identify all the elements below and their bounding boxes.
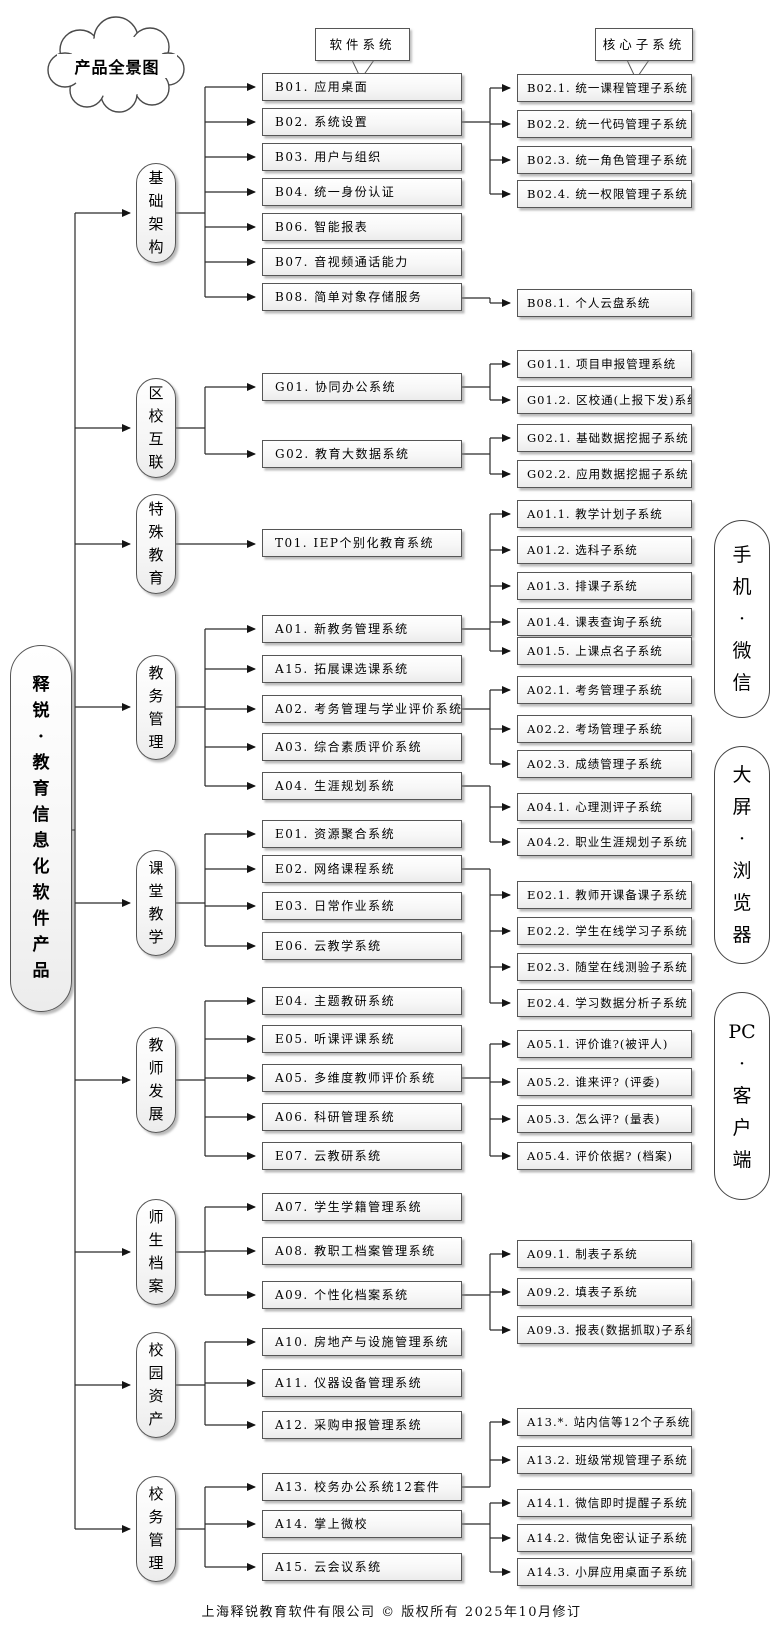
system-box-A05: A05. 多维度教师评价系统: [262, 1064, 462, 1092]
system-box-A08: A08. 教职工档案管理系统: [262, 1237, 462, 1265]
column-header-software-systems: 软件系统: [315, 28, 410, 61]
subsystem-box-A09-3: A09.3. 报表(数据抓取)子系统: [517, 1316, 692, 1344]
subsystem-box-B02-1: B02.1. 统一课程管理子系统: [517, 74, 692, 102]
category-school-administration: 校务管理: [136, 1476, 176, 1582]
system-box-E03: E03. 日常作业系统: [262, 892, 462, 920]
subsystem-box-A05-4: A05.4. 评价依据? (档案): [517, 1142, 692, 1170]
system-box-A11: A11. 仪器设备管理系统: [262, 1369, 462, 1397]
subsystem-box-A09-1: A09.1. 制表子系统: [517, 1240, 692, 1268]
system-box-B08: B08. 简单对象存储服务: [262, 283, 462, 311]
category-campus-assets: 校园资产: [136, 1332, 176, 1438]
subsystem-box-A14-1: A14.1. 微信即时提醒子系统: [517, 1489, 692, 1517]
category-staff-student-archives: 师生档案: [136, 1199, 176, 1305]
system-box-A15-elective: A15. 拓展课选课系统: [262, 655, 462, 683]
subsystem-box-A01-1: A01.1. 教学计划子系统: [517, 500, 692, 528]
category-special-education: 特殊教育: [136, 494, 176, 594]
subsystem-box-G02-2: G02.2. 应用数据挖掘子系统: [517, 460, 692, 488]
subsystem-box-B02-4: B02.4. 统一权限管理子系统: [517, 180, 692, 208]
category-teacher-development: 教师发展: [136, 1027, 176, 1133]
system-box-A04: A04. 生涯规划系统: [262, 772, 462, 800]
subsystem-box-E02-4: E02.4. 学习数据分析子系统: [517, 989, 692, 1017]
system-box-E05: E05. 听课评课系统: [262, 1025, 462, 1053]
system-box-A15-cloud-meeting: A15. 云会议系统: [262, 1553, 462, 1581]
subsystem-box-E02-2: E02.2. 学生在线学习子系统: [517, 917, 692, 945]
subsystem-box-A02-2: A02.2. 考场管理子系统: [517, 715, 692, 743]
subsystem-box-A05-1: A05.1. 评价谁?(被评人): [517, 1030, 692, 1058]
category-academic-affairs: 教务管理: [136, 655, 176, 760]
subsystem-box-B08-1: B08.1. 个人云盘系统: [517, 289, 692, 317]
system-box-A06: A06. 科研管理系统: [262, 1103, 462, 1131]
system-box-E04: E04. 主题教研系统: [262, 987, 462, 1015]
subsystem-box-G01-1: G01.1. 项目申报管理系统: [517, 350, 692, 378]
root-label: 释锐·教育信息化软件产品: [32, 675, 50, 981]
category-district-school-link: 区校互联: [136, 378, 176, 478]
subsystem-box-G02-1: G02.1. 基础数据挖掘子系统: [517, 424, 692, 452]
system-box-E01: E01. 资源聚合系统: [262, 820, 462, 848]
subsystem-box-A09-2: A09.2. 填表子系统: [517, 1278, 692, 1306]
platform-bigscreen-browser: 大屏·浏览器: [714, 746, 770, 964]
subsystem-box-A01-3: A01.3. 排课子系统: [517, 572, 692, 600]
system-box-A12: A12. 采购申报管理系统: [262, 1411, 462, 1439]
subsystem-box-A01-5: A01.5. 上课点名子系统: [517, 637, 692, 665]
subsystem-box-G01-2: G01.2. 区校通(上报下发)系统: [517, 386, 692, 414]
system-box-B07: B07. 音视频通话能力: [262, 248, 462, 276]
system-box-B03: B03. 用户与组织: [262, 143, 462, 171]
subsystem-box-B02-3: B02.3. 统一角色管理子系统: [517, 146, 692, 174]
subsystem-box-A14-3: A14.3. 小屏应用桌面子系统: [517, 1558, 692, 1586]
subsystem-box-E02-1: E02.1. 教师开课备课子系统: [517, 881, 692, 909]
subsystem-box-B02-2: B02.2. 统一代码管理子系统: [517, 110, 692, 138]
system-box-B04: B04. 统一身份认证: [262, 178, 462, 206]
subsystem-box-A05-2: A05.2. 谁来评? (评委): [517, 1068, 692, 1096]
platform-pc-client: PC·客户端: [714, 992, 770, 1200]
subsystem-box-A04-2: A04.2. 职业生涯规划子系统: [517, 828, 692, 856]
system-box-B01: B01. 应用桌面: [262, 73, 462, 101]
cloud-title-label: 产品全景图: [57, 54, 177, 78]
system-box-A13: A13. 校务办公系统12套件: [262, 1473, 462, 1501]
system-box-T01: T01. IEP个别化教育系统: [262, 529, 462, 557]
subsystem-box-A02-1: A02.1. 考务管理子系统: [517, 676, 692, 704]
system-box-A10: A10. 房地产与设施管理系统: [262, 1328, 462, 1356]
system-box-E02: E02. 网络课程系统: [262, 855, 462, 883]
platform-mobile-wechat: 手机·微信: [714, 520, 770, 718]
subsystem-box-A05-3: A05.3. 怎么评? (量表): [517, 1105, 692, 1133]
subsystem-box-A01-4: A01.4. 课表查询子系统: [517, 608, 692, 636]
subsystem-box-A14-2: A14.2. 微信免密认证子系统: [517, 1524, 692, 1552]
column-header-core-subsystems: 核心子系统: [595, 28, 693, 61]
system-box-E07: E07. 云教研系统: [262, 1142, 462, 1170]
system-box-B06: B06. 智能报表: [262, 213, 462, 241]
subsystem-box-E02-3: E02.3. 随堂在线测验子系统: [517, 953, 692, 981]
category-foundation: 基础架构: [136, 163, 176, 263]
subsystem-box-A13-2: A13.2. 班级常规管理子系统: [517, 1446, 692, 1474]
category-classroom-teaching: 课堂教学: [136, 850, 176, 956]
system-box-G02: G02. 教育大数据系统: [262, 440, 462, 468]
copyright-footer: 上海释锐教育软件有限公司 © 版权所有 2025年10月修订: [201, 1605, 582, 1620]
system-box-A07: A07. 学生学籍管理系统: [262, 1193, 462, 1221]
system-box-A09: A09. 个性化档案系统: [262, 1281, 462, 1309]
system-box-E06: E06. 云教学系统: [262, 932, 462, 960]
system-box-A03: A03. 综合素质评价系统: [262, 733, 462, 761]
system-box-A02: A02. 考务管理与学业评价系统: [262, 695, 462, 723]
subsystem-box-A01-2: A01.2. 选科子系统: [517, 536, 692, 564]
subsystem-box-A02-3: A02.3. 成绩管理子系统: [517, 750, 692, 778]
root-node-product-line: 释锐·教育信息化软件产品: [10, 645, 72, 1012]
subsystem-box-A04-1: A04.1. 心理测评子系统: [517, 793, 692, 821]
subsystem-box-A13-star: A13.*. 站内信等12个子系统: [517, 1408, 692, 1436]
system-box-B02: B02. 系统设置: [262, 108, 462, 136]
system-box-A14: A14. 掌上微校: [262, 1510, 462, 1538]
system-box-G01: G01. 协同办公系统: [262, 373, 462, 401]
system-box-A01: A01. 新教务管理系统: [262, 615, 462, 643]
